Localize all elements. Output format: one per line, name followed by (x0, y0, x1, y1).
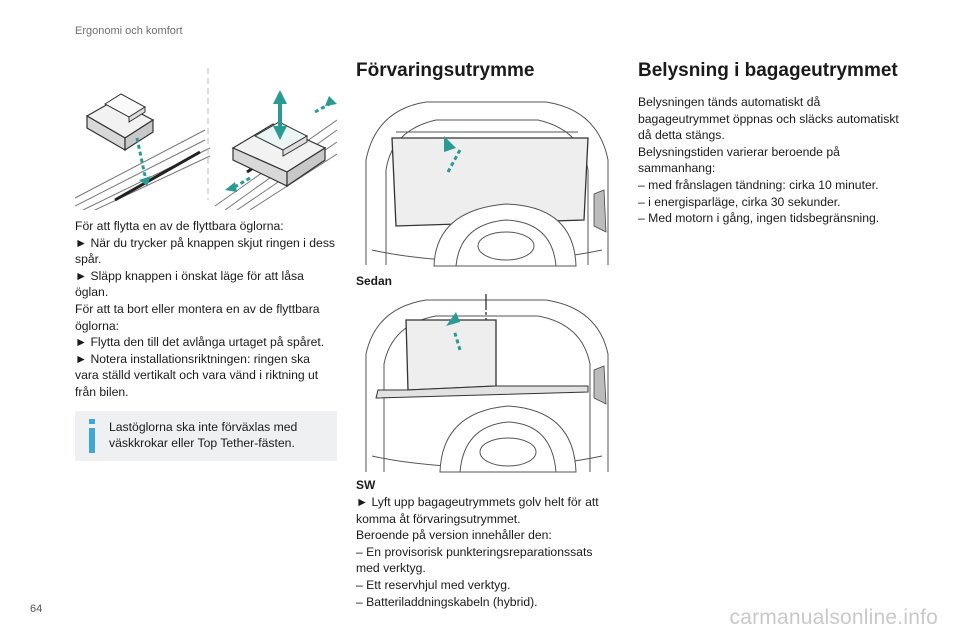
paragraph: – En provisorisk punkteringsreparationss… (356, 544, 593, 576)
paragraph: – med frånslagen tändning: cirka 10 minu… (638, 177, 879, 192)
section-title-lighting: Belysning i bagageutrymmet (638, 60, 898, 81)
column-load-rings: För att flytta en av de flyttbara öglorn… (75, 60, 337, 461)
column-storage: Förvaringsutrymme Sedan (356, 60, 618, 610)
paragraph: ► Notera installationsriktningen: ringen… (75, 351, 319, 399)
storage-instructions: ► Lyft upp bagageutrymmets golv helt för… (356, 494, 618, 610)
paragraph: – Ett reservhjul med verktyg. (356, 577, 511, 592)
paragraph: För att flytta en av de flyttbara öglorn… (75, 219, 284, 233)
load-ring-illustration (75, 68, 337, 210)
paragraph: – i energisparläge, cirka 30 sekunder. (638, 194, 841, 209)
caption-sedan: Sedan (356, 274, 393, 288)
info-icon (89, 418, 95, 453)
lighting-text: Belysningen tänds automatiskt då bagageu… (638, 94, 908, 227)
caption-sw: SW (356, 478, 376, 492)
paragraph: – Batteriladdningskabeln (hybrid). (356, 594, 538, 609)
note-text: Lastöglorna ska inte förväxlas med väskk… (109, 419, 298, 451)
paragraph: Beroende på version innehåller den: (356, 528, 552, 543)
sw-trunk-illustration (365, 294, 609, 473)
paragraph: ► Lyft upp bagageutrymmets golv helt för… (356, 495, 599, 526)
page-number: 64 (30, 603, 43, 615)
column-trunk-lighting: Belysning i bagageutrymmet Belysningen t… (638, 60, 908, 227)
watermark: carmanualsonline.info (729, 606, 938, 629)
info-note: Lastöglorna ska inte förväxlas med väskk… (75, 410, 337, 461)
section-title-storage: Förvaringsutrymme (356, 60, 535, 81)
paragraph: Belysningen tänds automatiskt då bagageu… (638, 95, 899, 143)
paragraph: ► Flytta den till det avlånga urtaget på… (75, 335, 325, 350)
paragraph: ► Släpp knappen i önskat läge för att lå… (75, 268, 304, 300)
paragraph: – Med motorn i gång, ingen tidsbegränsni… (638, 211, 880, 226)
paragraph: För att ta bort eller montera en av de f… (75, 301, 320, 333)
paragraph: Belysningstiden varierar beroende på sam… (638, 144, 840, 176)
paragraph: ► När du trycker på knappen skjut ringen… (75, 235, 336, 267)
sedan-trunk-illustration (365, 101, 609, 267)
load-ring-instructions: För att flytta en av de flyttbara öglorn… (75, 218, 337, 401)
running-header: Ergonomi och komfort (75, 25, 183, 37)
